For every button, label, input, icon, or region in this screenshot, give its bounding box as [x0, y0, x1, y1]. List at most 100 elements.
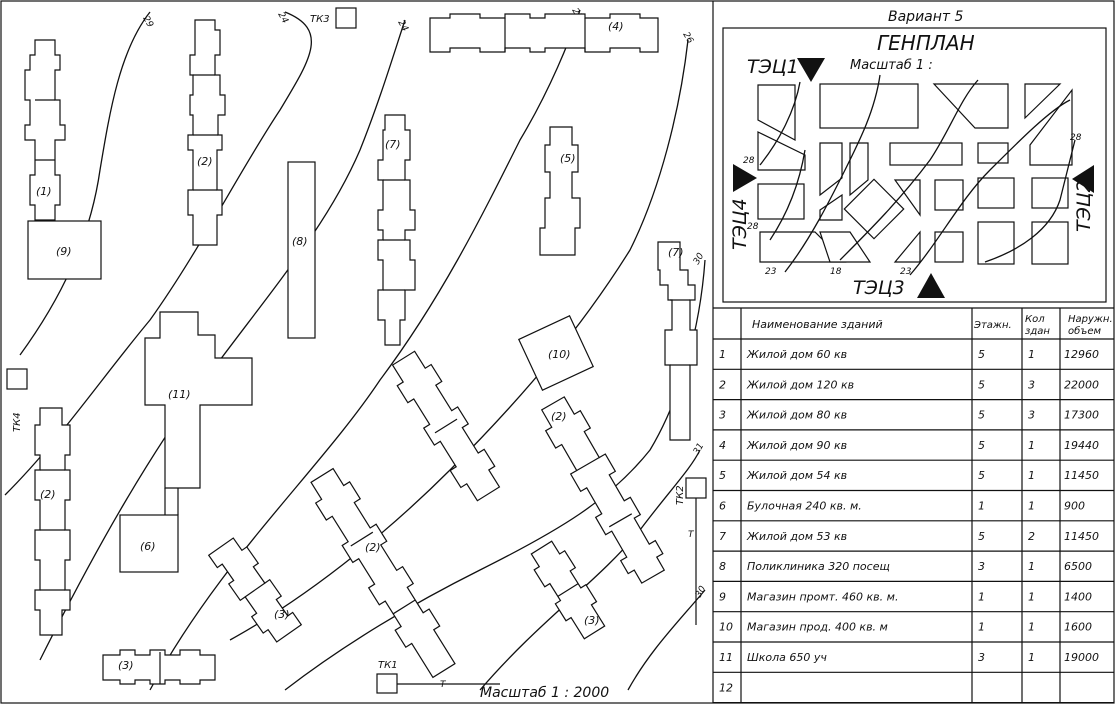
- contour-lines: [4, 9, 706, 691]
- genplan-block: [893, 179, 921, 217]
- building-label: (2): [365, 541, 381, 554]
- genplan-block: [843, 178, 905, 240]
- building-2-top: [187, 19, 226, 246]
- table-cell-count: 3: [1028, 409, 1035, 422]
- table-cell-name: Жилой дом 60 кв: [746, 348, 847, 361]
- table-cell-name: Жилой дом 80 кв: [746, 409, 847, 422]
- table-cell-volume: 19000: [1064, 651, 1099, 664]
- building-4: [429, 13, 659, 53]
- table-cell-num: 8: [719, 560, 726, 573]
- building-label: (7): [668, 246, 684, 259]
- building-label: (3): [274, 608, 290, 621]
- table-cell-name: Магазин прод. 400 кв. м: [747, 621, 888, 634]
- table-header-count: здан: [1025, 326, 1050, 337]
- building-10: [517, 314, 595, 392]
- genplan-block: [934, 231, 964, 263]
- building-label: (3): [118, 659, 134, 672]
- table-cell-num: 2: [719, 378, 726, 391]
- table-cell-volume: 900: [1064, 500, 1085, 513]
- table-cell-floors: 1: [978, 621, 985, 634]
- heat-chamber-label: ТК2: [675, 485, 686, 505]
- variant-title: Вариант 5: [888, 9, 964, 25]
- table-cell-floors: 1: [978, 590, 985, 603]
- heat-chamber-tk3: [335, 7, 357, 29]
- table-cell-volume: 19440: [1064, 439, 1099, 452]
- table-cell-name: Булочная 240 кв. м.: [747, 500, 862, 513]
- table-cell-name: Жилой дом 54 кв: [746, 469, 847, 482]
- heat-source-label: ТЭЦ4: [729, 198, 751, 250]
- heat-source-label: ТЭЦ1: [747, 56, 799, 78]
- table-cell-num: 5: [719, 469, 726, 482]
- table-cell-num: 10: [719, 621, 733, 634]
- heat-chamber-label: ТК4: [12, 412, 23, 432]
- table-cell-count: 1: [1028, 590, 1035, 603]
- genplan-block: [893, 230, 921, 263]
- table-cell-volume: 11450: [1064, 469, 1099, 482]
- building-2-diag-b: [391, 350, 501, 502]
- contour-label: 29: [140, 15, 155, 30]
- table-cell-num: 9: [719, 590, 726, 603]
- table-cell-floors: 5: [978, 439, 985, 452]
- table-cell-count: 1: [1028, 439, 1035, 452]
- building-label: (3): [584, 614, 600, 627]
- building-2-diag-c: [540, 396, 666, 584]
- building-2-left: [34, 407, 71, 636]
- genplan-contour-label: 18: [830, 267, 842, 277]
- heat-chamber-label: ТК1: [378, 660, 398, 671]
- genplan-block: [934, 179, 964, 211]
- pipe-mark: Т: [688, 530, 695, 540]
- genplan-block: [1029, 88, 1073, 166]
- table-cell-count: 1: [1028, 621, 1035, 634]
- genplan-mini: ГЕНПЛАН Масштаб 1 : 28 28: [722, 27, 1107, 303]
- genplan-contour-label: 28: [743, 156, 755, 166]
- heat-source-marker: [1072, 165, 1094, 193]
- table-cell-name: Жилой дом 90 кв: [746, 439, 847, 452]
- genplan-block: [977, 221, 1015, 265]
- table-cell-name: Поликлиника 320 посещ: [747, 560, 890, 573]
- genplan-contour-label: 28: [1070, 133, 1082, 143]
- table-header-volume: объем: [1068, 325, 1102, 337]
- building-label: (8): [292, 235, 308, 248]
- genplan-block: [849, 142, 869, 197]
- contour-label: 24: [395, 19, 410, 34]
- table-cell-num: 4: [719, 439, 726, 452]
- table-cell-num: 11: [719, 651, 733, 664]
- building-1: [24, 39, 66, 221]
- genplan-contour-label: 28: [747, 222, 759, 232]
- building-label: (6): [140, 540, 156, 553]
- building-7-right: [657, 241, 698, 441]
- heat-source-marker: [797, 58, 825, 82]
- building-2-diag-a: [310, 467, 456, 679]
- building-6: [119, 514, 179, 573]
- genplan-frame: [722, 27, 1107, 303]
- table-cell-count: 3: [1028, 378, 1035, 391]
- genplan-block: [819, 193, 843, 221]
- table-cell-num: 12: [719, 681, 733, 694]
- heat-chamber-tk1: [376, 673, 398, 694]
- building-label: (10): [548, 348, 571, 361]
- building-3-diag-a: [207, 537, 303, 643]
- table-cell-count: 1: [1028, 500, 1035, 513]
- genplan-block: [1024, 83, 1062, 120]
- contour-label: 26: [680, 31, 695, 46]
- genplan-block: [819, 83, 919, 129]
- building-label: (2): [197, 155, 213, 168]
- heat-source-label: ТЭЦ2: [1073, 180, 1095, 232]
- building-label: (4): [608, 20, 624, 33]
- building-3-diag-b: [530, 540, 606, 640]
- table-cell-num: 1: [719, 348, 726, 361]
- heat-source-marker: [917, 273, 945, 298]
- heat-source-marker: [733, 164, 757, 192]
- genplan-block: [889, 142, 963, 166]
- table-cell-count: 2: [1028, 530, 1035, 543]
- table-header-volume: Наружн.: [1068, 314, 1113, 325]
- building-8: [287, 161, 316, 339]
- heat-chamber-tk4: [6, 368, 28, 390]
